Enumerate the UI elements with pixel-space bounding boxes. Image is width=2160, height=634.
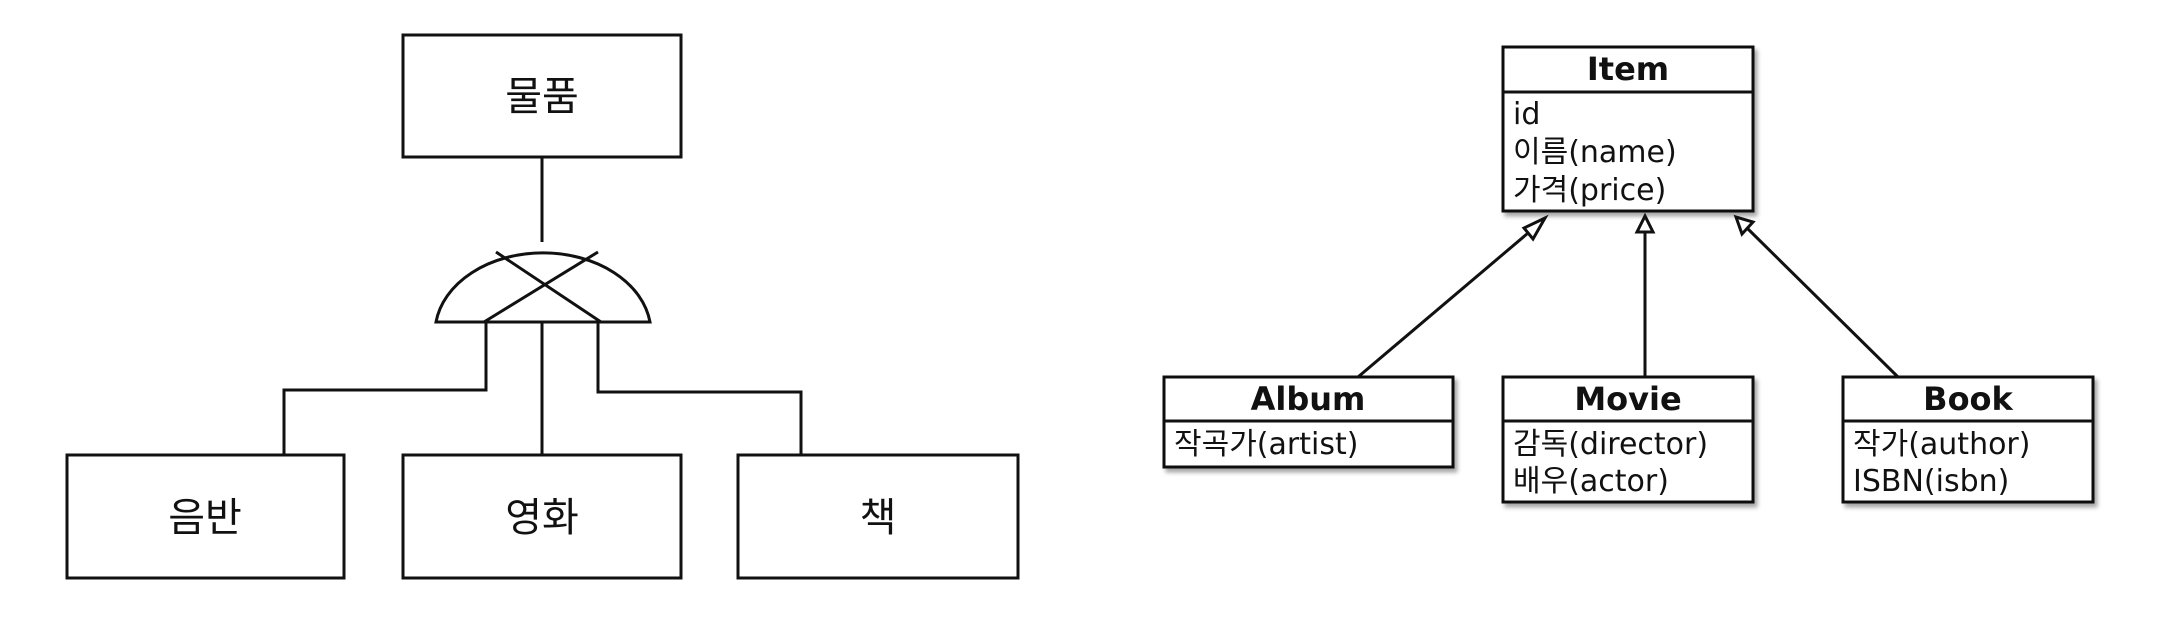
inheritance-line-album — [1357, 226, 1535, 379]
entity-box-child-1 — [65, 453, 346, 580]
class-album-attr-1: 작곡가(artist) — [1174, 427, 1358, 462]
class-item-title: Item — [1587, 50, 1669, 88]
class-movie-box — [1501, 375, 1755, 504]
class-book-attr-2: ISBN(isbn) — [1853, 464, 2009, 499]
class-movie: Movie 감독(director) 배우(actor) — [1501, 375, 1755, 504]
class-album-title: Album — [1251, 380, 1366, 418]
inheritance-arrowhead-album — [1521, 214, 1549, 242]
class-item-attr-3: 가격(price) — [1513, 173, 1666, 208]
entity-label-parent: 물품 — [505, 74, 579, 120]
class-item-attr-1: id — [1513, 97, 1540, 132]
class-movie-attr-2: 배우(actor) — [1513, 464, 1669, 499]
class-album: Album 작곡가(artist) — [1162, 375, 1455, 469]
class-item-box — [1501, 45, 1755, 213]
connector-child-1 — [282, 322, 488, 455]
entity-box-child-2 — [401, 453, 683, 580]
uml-diagram: Item id 이름(name) 가격(price) Album 작곡가(art… — [1162, 45, 2095, 504]
subtype-x-line-2 — [495, 250, 602, 324]
inheritance-arrowhead-movie — [1634, 212, 1656, 234]
class-item: Item id 이름(name) 가격(price) — [1501, 45, 1755, 213]
class-book: Book 작가(author) ISBN(isbn) — [1841, 375, 2095, 504]
class-item-attr-2: 이름(name) — [1513, 135, 1677, 170]
entity-box-child-3 — [736, 453, 1020, 580]
entity-label-child-2: 영화 — [505, 495, 579, 541]
inheritance-arrowhead-book — [1733, 214, 1756, 237]
entity-label-child-1: 음반 — [168, 495, 242, 541]
connector-child-3 — [596, 322, 803, 455]
class-movie-attr-1: 감독(director) — [1513, 427, 1708, 462]
inheritance-line-book — [1745, 226, 1900, 379]
class-book-attr-1: 작가(author) — [1853, 427, 2030, 462]
entity-label-child-3: 책 — [860, 495, 897, 541]
class-book-title: Book — [1923, 380, 2013, 418]
class-movie-title: Movie — [1574, 380, 1681, 418]
entity-box-parent — [401, 33, 683, 159]
subtype-x-line-1 — [483, 250, 599, 324]
er-diagram — [65, 33, 1020, 580]
class-book-box — [1841, 375, 2095, 504]
